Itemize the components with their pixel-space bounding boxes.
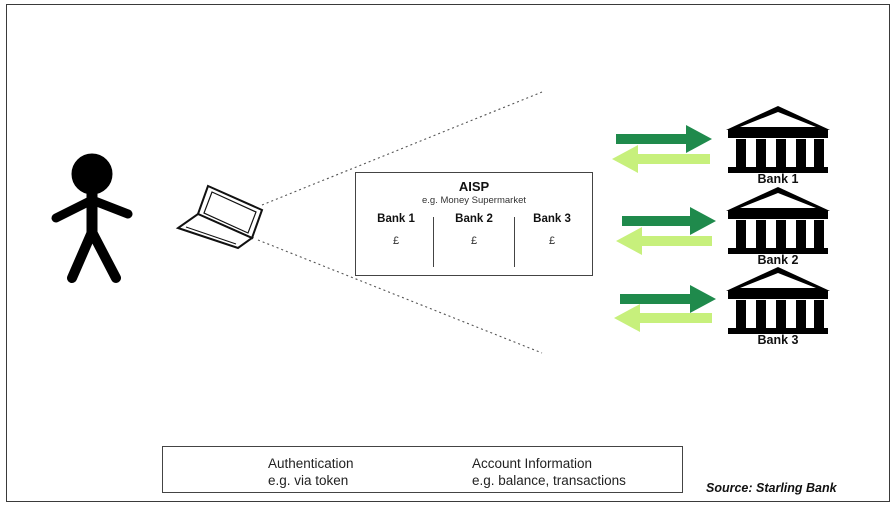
legend [162,446,683,493]
bank-icon [726,267,830,334]
authentication-arrow-bank-1 [616,125,712,153]
aisp-column-name: Bank 3 [533,213,571,225]
diagram-frame [6,4,890,502]
aisp-column-bank-1: Bank 1 £ [358,213,434,247]
laptop-icon [175,184,264,250]
column-divider [514,217,515,267]
aisp-panel: AISP e.g. Money Supermarket Bank 1 £ Ban… [355,172,593,276]
authentication-arrow-bank-2 [622,207,716,235]
bank-label-3: Bank 3 [757,333,799,347]
aisp-column-balance: £ [548,235,556,247]
aisp-title: AISP [458,179,490,194]
source-credit: Source: Starling Bank [706,481,837,495]
account-info-arrow-bank-2 [616,227,712,255]
aisp-column-name: Bank 1 [377,213,415,225]
legend-account-information-example: e.g. balance, transactions [472,473,626,488]
authentication-arrow-bank-3 [620,285,716,313]
aisp-subtitle: e.g. Money Supermarket [421,195,527,206]
bank-label-2: Bank 2 [757,253,799,267]
account-info-arrow-bank-1 [612,145,710,173]
bank-icon [726,187,830,254]
column-divider [433,217,434,267]
legend-account-information-title: Account Information [472,456,593,471]
bank-label-1: Bank 1 [757,172,799,186]
person-icon [51,153,133,283]
legend-authentication-title: Authentication [268,456,354,471]
legend-authentication-example: e.g. via token [268,473,349,488]
legend-authentication: Authentication e.g. via token [268,455,354,489]
projection-lines [257,91,543,354]
account-info-arrow-bank-3 [614,304,712,332]
aisp-column-balance: £ [470,235,478,247]
aisp-column-bank-3: Bank 3 £ [514,213,590,247]
bank-icon [726,106,830,173]
legend-account-information: Account Information e.g. balance, transa… [472,455,626,489]
aisp-column-balance: £ [392,235,400,247]
aisp-column-name: Bank 2 [455,213,493,225]
aisp-column-bank-2: Bank 2 £ [436,213,512,247]
